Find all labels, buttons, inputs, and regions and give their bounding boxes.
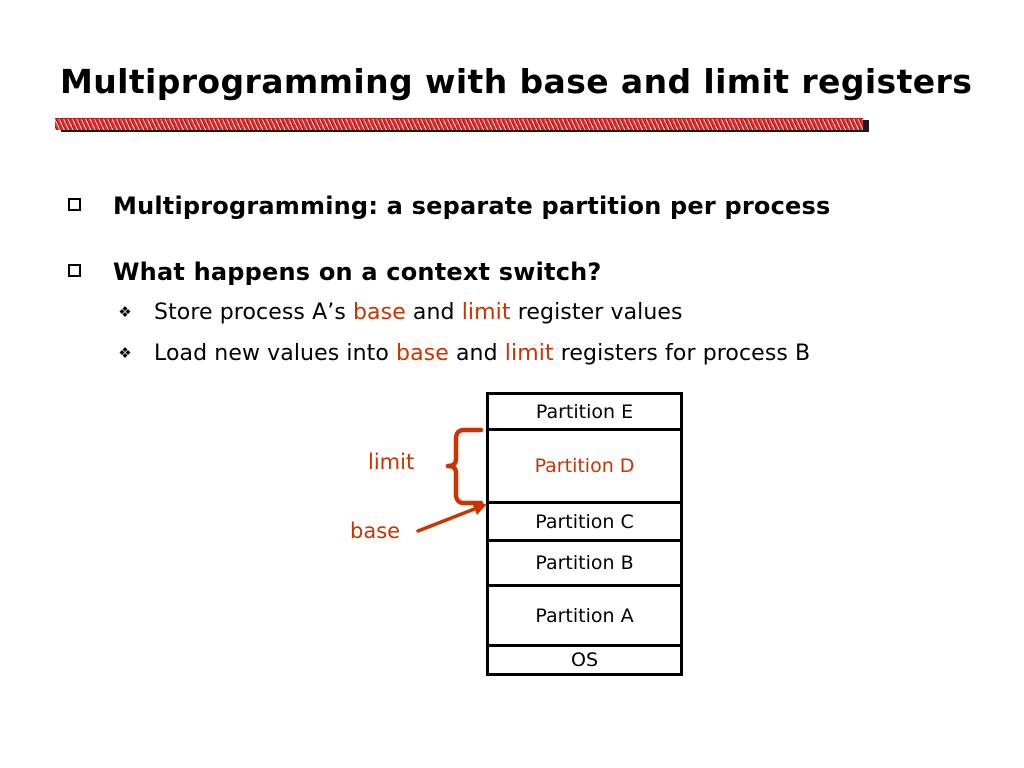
base-arrow-head-icon [472,503,487,515]
memory-row-label: OS [570,649,598,671]
diamond-bullet-icon: ❖ [118,303,132,321]
sub-bullet-label: Store process A’s base and limit registe… [154,300,683,325]
sub-bullet-part: and [448,341,505,366]
sub-bullet-part-base: base [396,341,449,366]
bullet-item-multiprogramming: Multiprogramming: a separate partition p… [68,192,948,220]
memory-partition-diagram: Partition E Partition D Partition C Part… [486,392,683,676]
title-divider [55,118,869,132]
diamond-bullet-icon: ❖ [118,344,132,362]
sub-bullet-label: Load new values into base and limit regi… [154,341,810,366]
square-bullet-icon [68,198,81,211]
sub-bullet-part-limit: limit [461,300,511,325]
memory-row-partition-c: Partition C [489,504,680,542]
sub-bullet-item-store: ❖ Store process A’s base and limit regis… [118,300,998,325]
sub-bullet-part: Load new values into [154,341,397,366]
sub-bullet-part: and [405,300,462,325]
memory-row-label: Partition C [535,510,634,533]
sub-bullet-part-limit: limit [504,341,554,366]
base-label: base [350,519,401,543]
sub-bullet-part: Store process A’s [154,300,353,325]
bullet-label: Multiprogramming: a separate partition p… [113,192,831,220]
memory-row-os: OS [489,647,680,673]
sub-bullet-part: register values [510,300,683,325]
memory-row-partition-d: Partition D [489,431,680,504]
memory-row-partition-e: Partition E [489,395,680,431]
page-title: Multiprogramming with base and limit reg… [60,62,973,101]
memory-row-partition-b: Partition B [489,542,680,587]
memory-row-label: Partition A [535,604,634,627]
sub-bullet-part: registers for process B [553,341,811,366]
memory-row-label: Partition B [535,552,634,574]
limit-brace-icon [445,427,484,506]
memory-row-label: Partition D [534,455,635,477]
sub-bullet-part-base: base [352,300,406,325]
square-bullet-icon [68,264,81,277]
sub-bullet-item-load: ❖ Load new values into base and limit re… [118,341,998,366]
divider-shadow-right [863,120,869,132]
memory-row-label: Partition E [535,400,634,423]
bullet-label: What happens on a context switch? [113,258,602,286]
memory-row-partition-a: Partition A [489,587,680,647]
base-arrow-line [416,504,484,533]
divider-bar [55,118,863,130]
bullet-item-context-switch: What happens on a context switch? [68,258,948,286]
divider-shadow [61,129,869,132]
limit-label: limit [368,450,415,474]
